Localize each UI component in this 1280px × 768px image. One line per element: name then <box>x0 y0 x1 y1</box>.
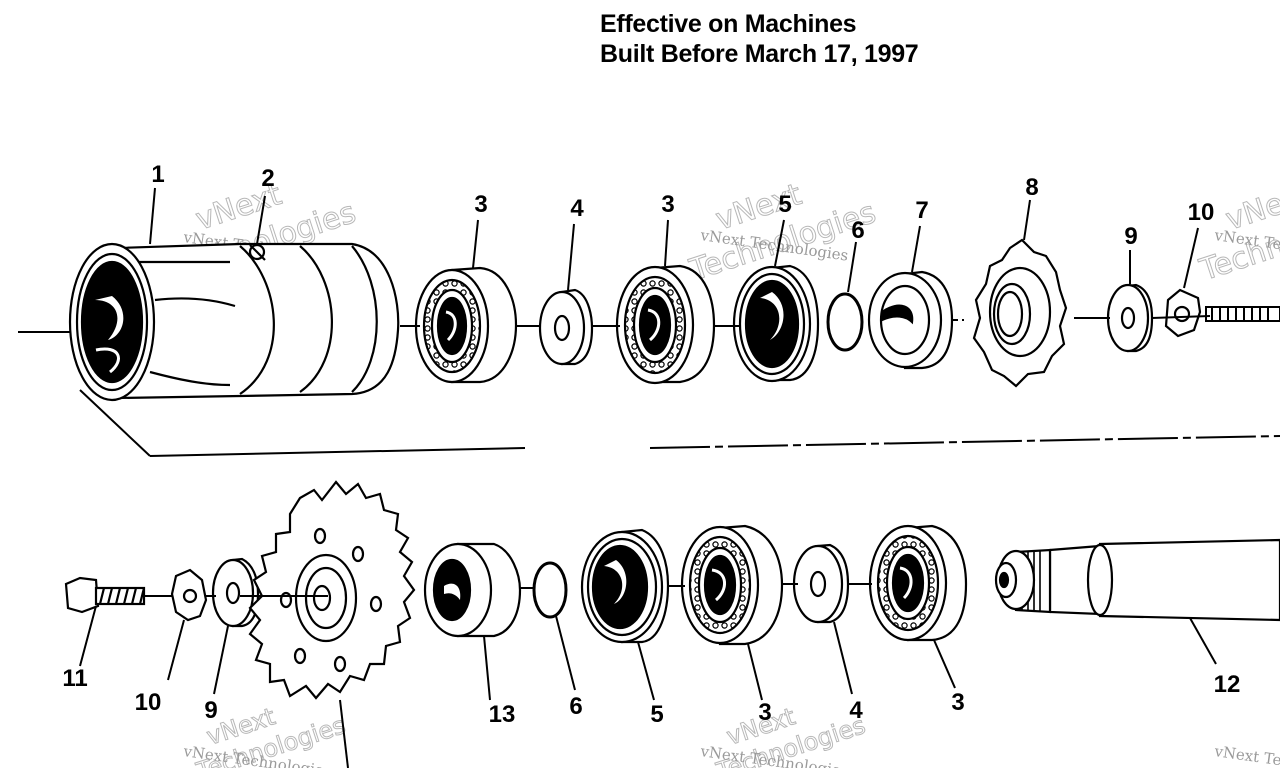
part-3-bearing <box>868 524 968 642</box>
callout-5: 5 <box>778 191 791 218</box>
diagram-title-line-2: Built Before March 17, 1997 <box>600 40 919 68</box>
callout-10: 10 <box>1188 199 1215 226</box>
part-11-bolt <box>64 576 146 614</box>
part-6-o-ring <box>826 292 864 352</box>
callout-9: 9 <box>204 697 217 724</box>
part-7-race <box>867 270 954 370</box>
callout-10: 10 <box>135 689 162 716</box>
callout-9: 9 <box>1124 223 1137 250</box>
lower-axis-line <box>206 583 872 597</box>
part-4-washer <box>792 543 850 624</box>
callout-6: 6 <box>851 217 864 244</box>
part-5-race <box>732 264 820 383</box>
callout-3: 3 <box>661 191 674 218</box>
callout-3: 3 <box>951 689 964 716</box>
part-13-spacer <box>423 542 522 638</box>
watermark-text: vNext Technologies <box>1212 742 1280 768</box>
part-3-bearing <box>680 524 784 646</box>
callout-2: 2 <box>261 165 274 192</box>
large-sprocket <box>240 480 416 700</box>
callout-4: 4 <box>849 697 863 724</box>
part-9-washer <box>211 557 260 628</box>
part-3-bearing <box>615 264 716 385</box>
callout-3: 3 <box>758 699 771 726</box>
callout-7: 7 <box>915 197 928 224</box>
part-9-washer <box>1106 283 1154 353</box>
callout-11: 11 <box>62 665 87 692</box>
callout-13: 13 <box>489 701 516 728</box>
callout-8: 8 <box>1025 174 1038 201</box>
bolt-stub <box>1205 306 1280 322</box>
part-3-bearing <box>414 266 518 384</box>
leader-lines <box>79 187 1217 768</box>
callout-5: 5 <box>650 701 663 728</box>
part-10-lock-tab <box>170 568 208 622</box>
part-1-housing <box>68 242 400 402</box>
callout-6: 6 <box>569 693 582 720</box>
part-4-washer <box>538 288 594 366</box>
upper-callouts: 1 2 3 4 3 5 6 7 8 9 10 <box>151 161 1214 250</box>
callout-4: 4 <box>570 195 584 222</box>
callout-12: 12 <box>1214 671 1241 698</box>
lower-callouts: 11 10 9 13 6 5 3 4 3 12 <box>62 665 1240 728</box>
diagram-title-line-1: Effective on Machines <box>600 10 857 38</box>
upper-axis-line <box>400 315 1211 327</box>
part-12-shaft <box>994 538 1280 622</box>
part-6-o-ring <box>532 561 568 619</box>
callout-1: 1 <box>151 161 164 188</box>
callout-3: 3 <box>474 191 487 218</box>
part-10-lock-tab <box>1164 288 1202 338</box>
frame-lines <box>18 331 1280 457</box>
part-8-sprocket <box>972 238 1068 388</box>
part-5-race <box>580 528 670 644</box>
